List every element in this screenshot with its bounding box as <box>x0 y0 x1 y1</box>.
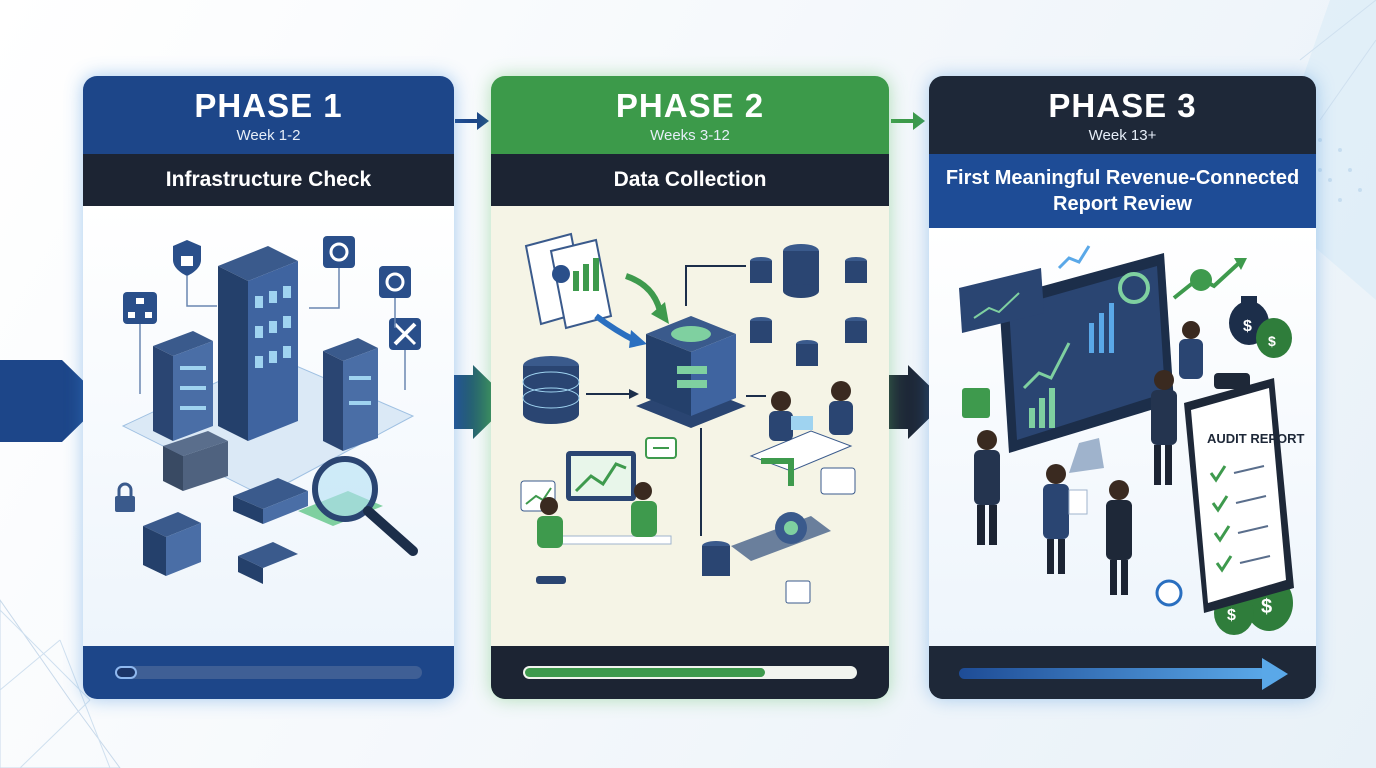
central-server-icon <box>636 316 746 428</box>
dollar-coin-icon <box>1155 269 1212 607</box>
progress-track <box>523 666 857 679</box>
database-icon <box>522 356 580 424</box>
analyst-workstation-icon <box>749 381 853 486</box>
phase-header: PHASE 3 Week 13+ <box>929 76 1316 154</box>
chevron-phase1-to-2-icon <box>451 365 511 439</box>
phase-card-2: PHASE 2 Weeks 3-12 Data Collection <box>491 76 889 699</box>
team-people-icon <box>974 321 1203 595</box>
phase-title: PHASE 2 <box>615 87 765 124</box>
progress-area <box>83 646 454 699</box>
server-rack-icon <box>323 338 378 451</box>
audit-clipboard-icon: AUDIT REPORT <box>1184 373 1305 613</box>
phase-weeks: Weeks 3-12 <box>650 127 730 144</box>
phase-title: PHASE 1 <box>194 87 343 124</box>
side-panel-icon <box>959 268 1044 418</box>
svg-text:$: $ <box>1243 318 1252 335</box>
phase-weeks: Week 1-2 <box>236 127 301 144</box>
phase-card-1: PHASE 1 Week 1-2 Infrastructure Check <box>83 76 454 699</box>
svg-text:$: $ <box>1261 596 1272 618</box>
arrow-phase2-to-3-icon <box>891 112 925 130</box>
stage-label: Infrastructure Check <box>83 154 454 206</box>
progress-area <box>491 646 889 699</box>
stage-label: Data Collection <box>491 154 889 206</box>
phase-weeks: Week 13+ <box>1088 127 1157 144</box>
entry-arrow-icon <box>0 360 104 442</box>
progress-area <box>929 646 1316 699</box>
server-rack-icon <box>153 331 213 441</box>
database-icon <box>750 244 867 366</box>
data-pipeline-icon <box>700 428 856 604</box>
svg-text:$: $ <box>1268 333 1276 349</box>
chevron-phase2-to-3-icon <box>886 365 946 439</box>
phase-header: PHASE 1 Week 1-2 <box>83 76 454 154</box>
progress-fill <box>115 666 137 679</box>
progress-arrow-line <box>959 668 1266 679</box>
phase-header: PHASE 2 Weeks 3-12 <box>491 76 889 154</box>
tools-wrench-icon <box>389 318 421 350</box>
analytics-monitor-icon <box>520 451 672 584</box>
document-icon <box>524 232 613 330</box>
settings-gear-icon <box>323 236 411 298</box>
router-icon <box>143 478 308 584</box>
network-hierarchy-icon <box>123 292 157 324</box>
svg-text:$: $ <box>1227 607 1236 624</box>
progress-fill <box>525 668 766 677</box>
phase-title: PHASE 3 <box>1048 87 1197 124</box>
security-lock-icon <box>115 240 201 512</box>
firewall-icon <box>163 431 228 491</box>
magnifier-icon <box>298 456 418 556</box>
phase-card-3: PHASE 3 Week 13+ First Meaningful Revenu… <box>929 76 1316 699</box>
chat-bubble-icon <box>645 437 677 459</box>
audit-report-text: AUDIT REPORT <box>1207 431 1305 446</box>
progress-arrow-icon <box>1262 658 1288 690</box>
infrastructure-illustration <box>83 206 454 646</box>
data-collection-illustration <box>491 206 889 646</box>
report-review-illustration: $ $ $ $ AUDIT REPORT <box>929 228 1316 646</box>
office-building-icon <box>218 246 298 441</box>
arrow-phase1-to-2-icon <box>455 112 489 130</box>
progress-track <box>115 666 422 679</box>
stage-label: First Meaningful Revenue-Connected Repor… <box>929 154 1316 228</box>
